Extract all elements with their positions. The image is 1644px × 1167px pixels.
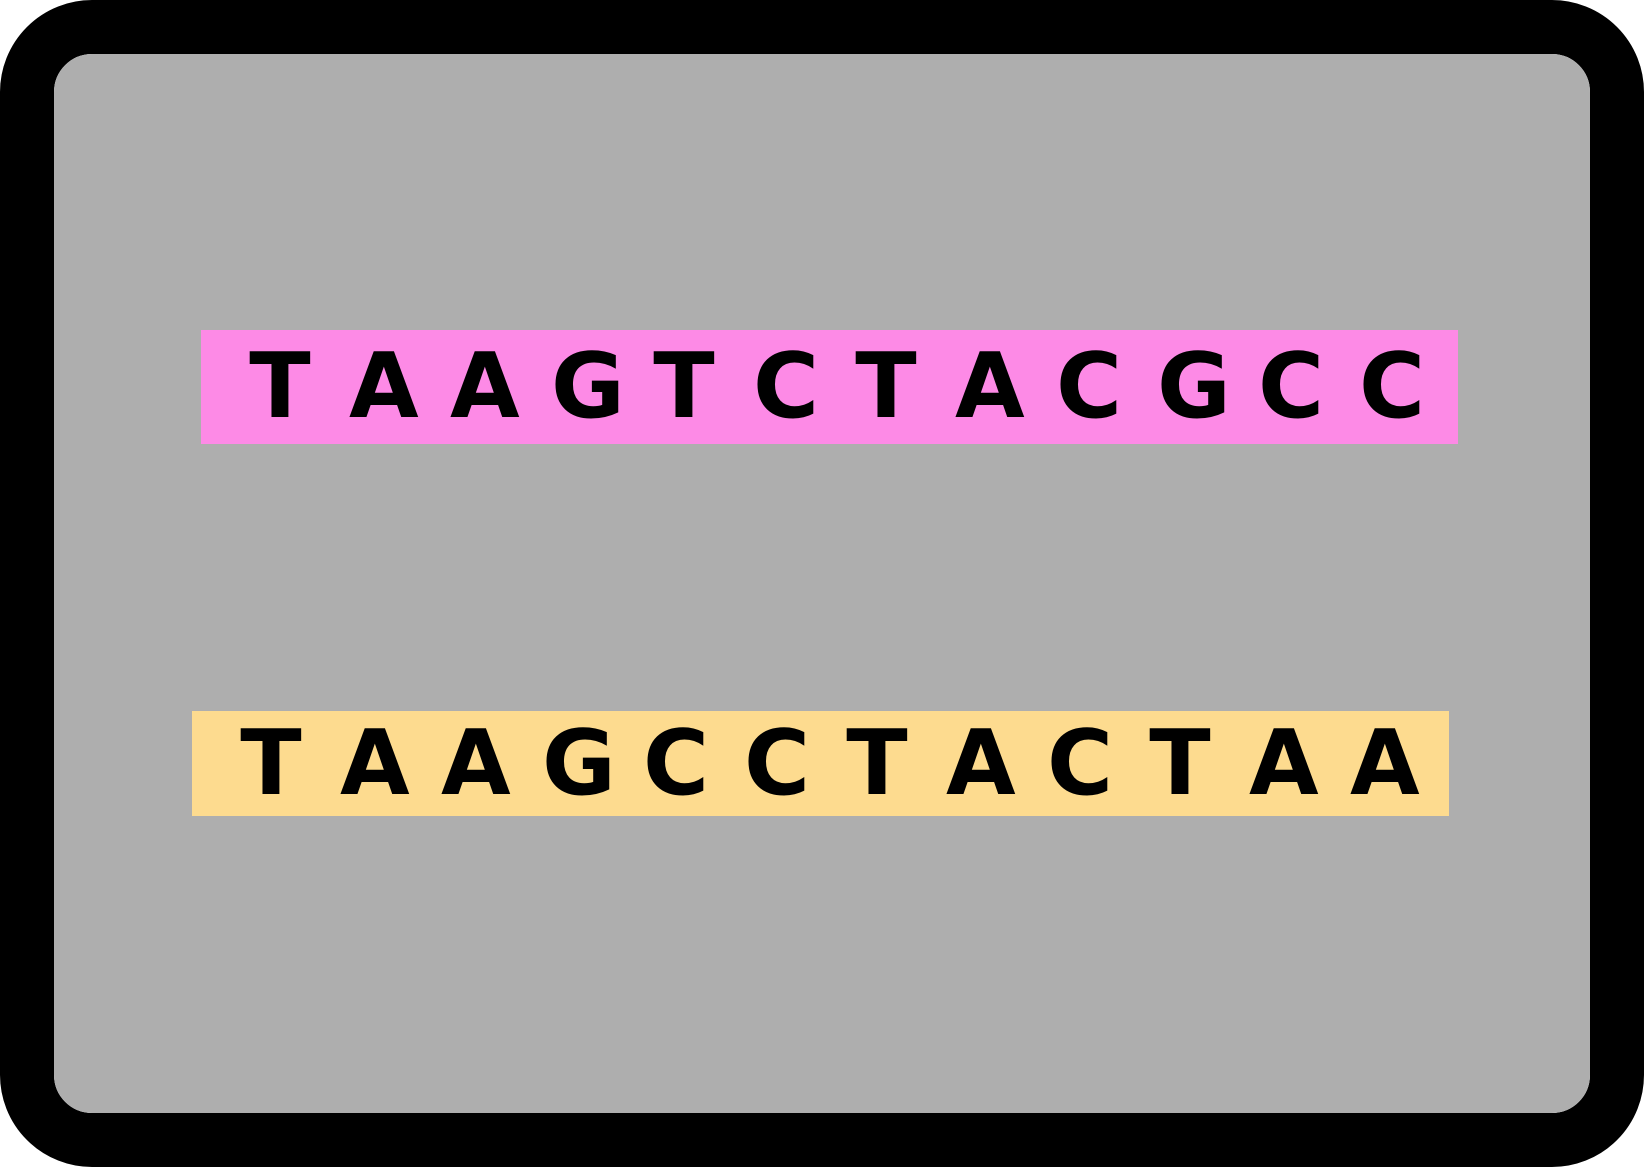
nucleotide-top-12: C (1359, 334, 1426, 439)
nucleotide-top-4: G (551, 334, 625, 439)
nucleotide-top-1: T (249, 334, 311, 439)
nucleotide-bottom-8: A (946, 710, 1016, 816)
nucleotide-top-3: A (450, 334, 520, 439)
nucleotide-bottom-2: A (340, 710, 410, 816)
nucleotide-bottom-5: C (643, 710, 710, 816)
nucleotide-top-11: C (1258, 334, 1325, 439)
nucleotide-bottom-10: T (1149, 710, 1211, 816)
nucleotide-bottom-4: G (542, 710, 616, 816)
nucleotide-bottom-12: A (1350, 710, 1420, 816)
nucleotide-top-6: C (753, 334, 820, 439)
nucleotide-bottom-1: T (240, 710, 302, 816)
nucleotide-top-2: A (349, 334, 419, 439)
nucleotide-bottom-7: T (846, 710, 908, 816)
nucleotide-top-7: T (855, 334, 917, 439)
nucleotide-top-9: C (1056, 334, 1123, 439)
nucleotide-top-5: T (653, 334, 715, 439)
nucleotide-top-8: A (955, 334, 1025, 439)
nucleotide-bottom-3: A (441, 710, 511, 816)
nucleotide-bottom-6: C (744, 710, 811, 816)
nucleotide-bottom-11: A (1249, 710, 1319, 816)
display-panel (54, 54, 1590, 1113)
nucleotide-bottom-9: C (1047, 710, 1114, 816)
nucleotide-top-10: G (1157, 334, 1231, 439)
